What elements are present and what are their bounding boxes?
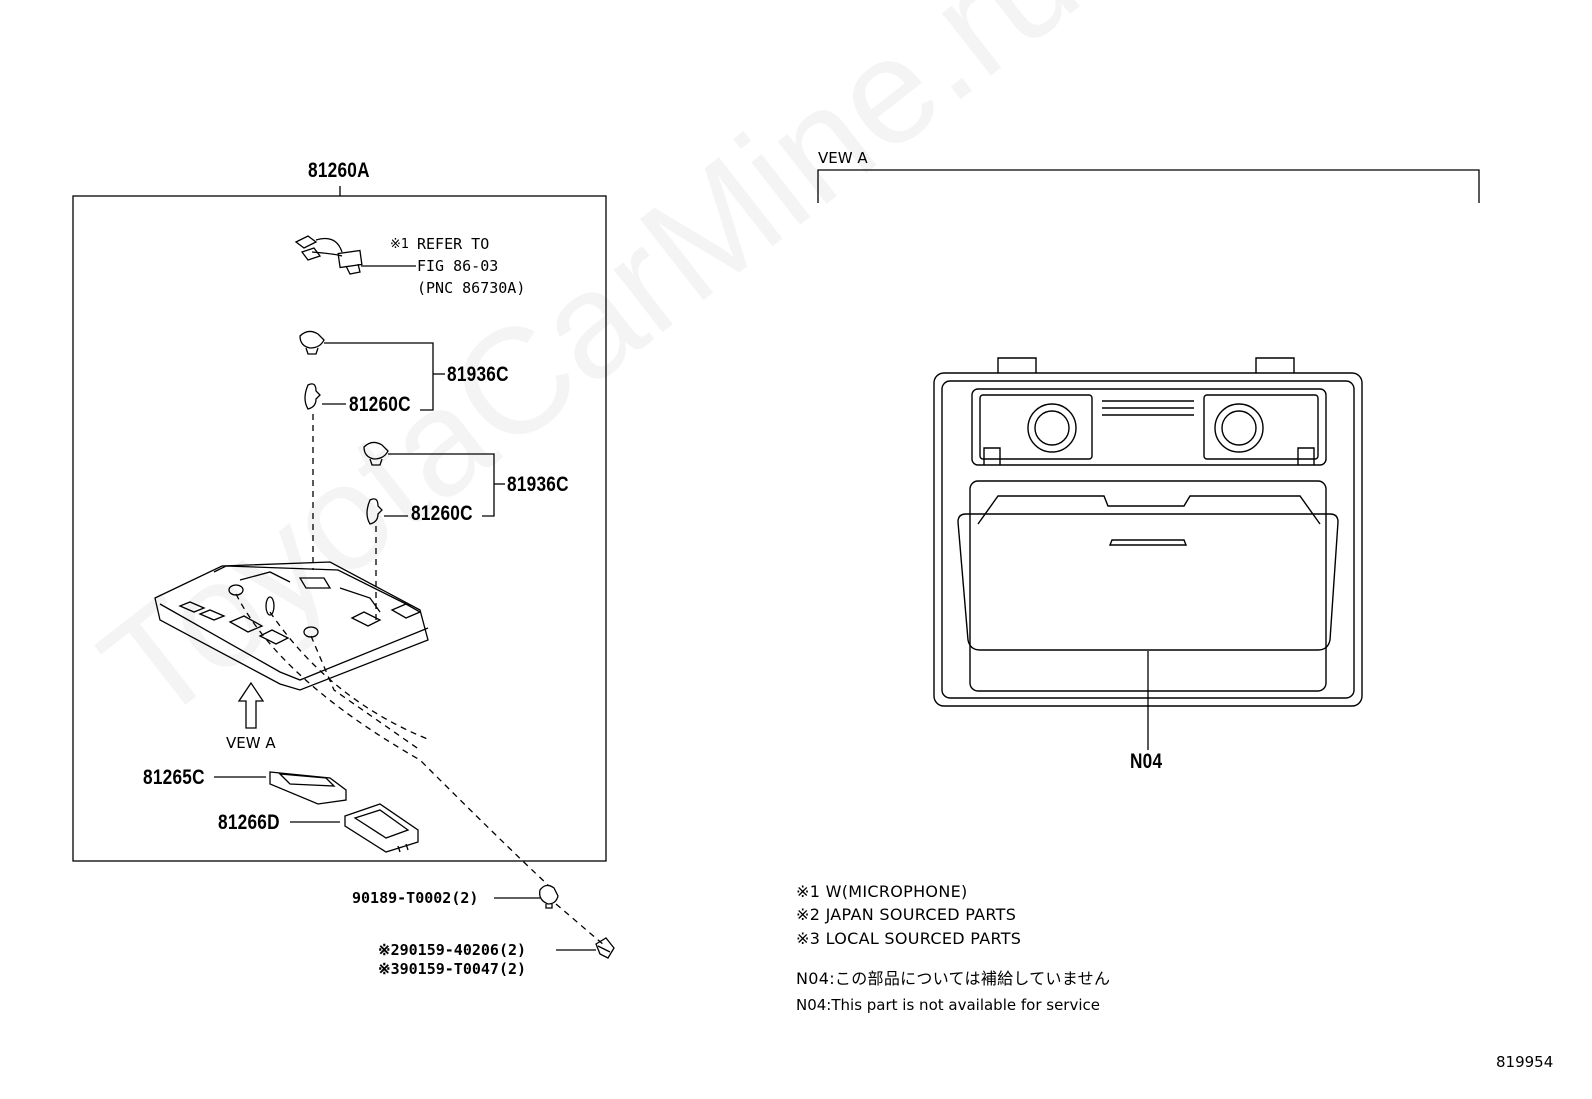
clip-81936c-top-icon <box>299 330 325 355</box>
part-label-81260c-top: 81260C <box>349 393 411 416</box>
part-label-81936c-bottom: 81936C <box>507 473 569 496</box>
part-label-81265c: 81265C <box>143 766 205 789</box>
note-3: ※3 LOCAL SOURCED PARTS <box>796 929 1022 948</box>
clip-81936c-bottom-icon <box>363 441 389 466</box>
cover-81265c-icon <box>269 771 347 805</box>
refer-mark: ※1 <box>390 237 410 252</box>
note-1: ※1 W(MICROPHONE) <box>796 882 968 901</box>
clip-81260c-top-icon <box>304 383 321 410</box>
frame-81266d-icon <box>344 803 419 853</box>
part-label-81260c-bottom: 81260C <box>411 502 473 525</box>
part-label-n04: N04 <box>1130 750 1163 773</box>
figure-number: 819954 <box>1496 1053 1554 1071</box>
clip-81260c-bottom-icon <box>366 498 383 525</box>
clip-90189-icon <box>539 884 559 909</box>
microphone-harness-icon <box>294 235 416 275</box>
part-label-81936c-top: 81936C <box>447 363 509 386</box>
console-housing-icon <box>154 561 429 691</box>
view-a-label-left: VEW A <box>226 734 276 752</box>
part-label-90189: 90189-T0002(2) <box>352 889 479 907</box>
refer-line-2: FIG 86-03 <box>417 257 499 275</box>
note-2: ※2 JAPAN SOURCED PARTS <box>796 905 1017 924</box>
refer-line-3: (PNC 86730A) <box>417 279 526 297</box>
part-label-screw-japan: ※290159-40206(2) <box>378 941 527 959</box>
assembly-box <box>72 195 607 862</box>
screw-icon <box>595 937 615 959</box>
refer-line-1: REFER TO <box>417 235 490 253</box>
note-en: N04:This part is not available for servi… <box>796 996 1100 1014</box>
part-label-81266d: 81266D <box>218 811 280 834</box>
view-a-label-right: VEW A <box>818 149 868 167</box>
view-arrow-icon <box>237 681 265 729</box>
part-label-screw-local: ※390159-T0047(2) <box>378 960 527 978</box>
assembly-label-81260a: 81260A <box>308 159 370 182</box>
note-jp: N04:この部品については補給していません <box>796 969 1111 988</box>
